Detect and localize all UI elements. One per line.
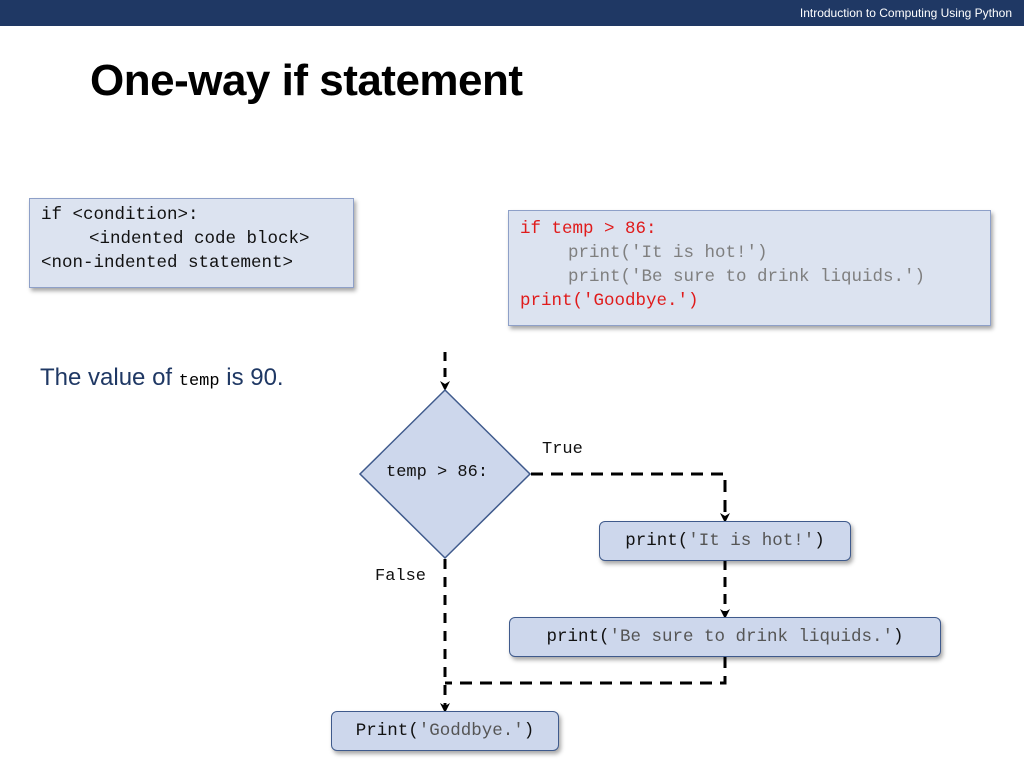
print-hot-arg: 'It is hot!' — [688, 531, 815, 551]
syntax-code-box: if <condition>: <indented code block> <non… — [29, 198, 354, 288]
value-note: The value of temp is 90. — [40, 364, 284, 392]
true-branch-line — [531, 472, 730, 523]
decision-condition: temp > 86: — [386, 463, 489, 482]
print-liquids-close: ) — [893, 627, 904, 647]
value-note-var: temp — [178, 372, 220, 391]
header-bar: Introduction to Computing Using Python — [0, 0, 1024, 26]
decision-diamond — [358, 388, 532, 560]
print-goodbye-func: Print( — [355, 721, 419, 741]
false-label: False — [375, 567, 427, 586]
example-line-4: print('Goodbye.') — [520, 291, 699, 311]
syntax-line-2: <indented code block> — [89, 229, 310, 249]
example-line-3: print('Be sure to drink liquids.') — [568, 267, 926, 287]
print-hot-close: ) — [814, 531, 825, 551]
value-note-prefix: The value of — [40, 364, 179, 391]
print-hot-node: print('It is hot!') — [599, 521, 851, 561]
print-goodbye-close: ) — [523, 721, 535, 741]
value-note-suffix: is 90. — [219, 364, 284, 391]
example-line-2: print('It is hot!') — [568, 243, 768, 263]
example-line-1: if temp > 86: — [520, 219, 657, 239]
print-liquids-func: print( — [546, 627, 610, 647]
syntax-line-3: <non-indented statement> — [41, 253, 294, 273]
true-label: True — [542, 440, 583, 459]
course-title: Introduction to Computing Using Python — [799, 6, 1012, 20]
print-liquids-node: print('Be sure to drink liquids.') — [509, 617, 941, 657]
print-goodbye-node: Print('Goddbye.') — [331, 711, 559, 751]
merge-line — [445, 656, 727, 685]
print-liquids-arg: 'Be sure to drink liquids.' — [609, 627, 894, 647]
print-goodbye-arg: 'Goddbye.' — [418, 721, 524, 741]
print-hot-func: print( — [625, 531, 689, 551]
syntax-line-1: if <condition>: — [41, 205, 199, 225]
slide-title: One-way if statement — [90, 56, 523, 105]
example-code-box: if temp > 86: print('It is hot!') print('B… — [508, 210, 991, 326]
